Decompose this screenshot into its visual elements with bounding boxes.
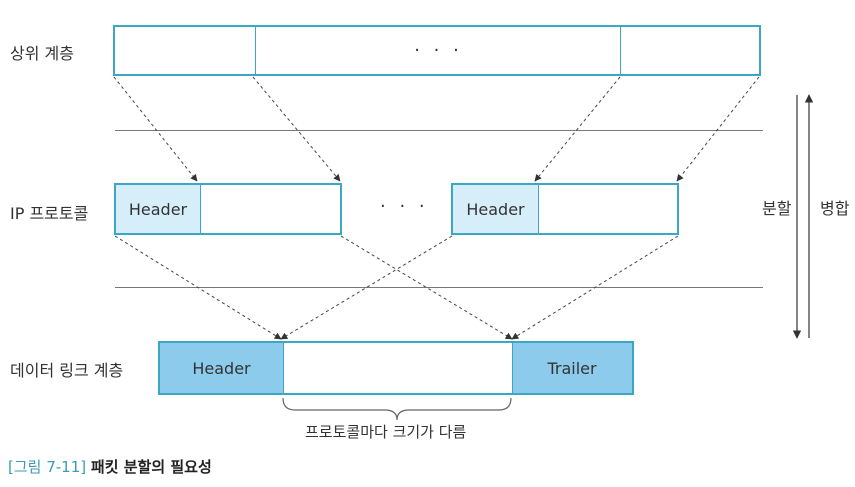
frame-trailer: Trailer (512, 343, 632, 393)
ip-packet-left-divider (200, 185, 201, 233)
size-brace (282, 397, 512, 421)
figure-title: 패킷 분할의 필요성 (90, 458, 212, 476)
frame-header: Header (160, 343, 283, 393)
upper-layer-data-box: · · · (113, 25, 761, 76)
layer-label-link: 데이터 링크 계층 (10, 361, 124, 380)
upper-box-ellipsis: · · · (414, 40, 463, 61)
layer-separator-bottom (115, 287, 763, 288)
frame-trailer-divider (512, 343, 513, 393)
data-link-frame: Header Trailer (158, 341, 634, 395)
dashed-arrow-upper-to-ip-4 (676, 76, 760, 182)
ip-packet-left: Header (114, 183, 342, 235)
layer-label-upper: 상위 계층 (10, 44, 74, 63)
dashed-arrow-ip-to-link-4 (511, 235, 679, 340)
layer-separator-top (115, 130, 763, 131)
dashed-arrow-ip-to-link-2 (340, 235, 513, 340)
ip-packet-right-header: Header (453, 185, 538, 233)
brace-label: 프로토콜마다 크기가 다름 (305, 423, 467, 441)
merge-label: 병합 (820, 199, 850, 218)
frame-header-divider (283, 343, 284, 393)
dashed-arrow-upper-to-ip-3 (534, 76, 621, 182)
split-label: 분할 (762, 199, 792, 218)
ip-packet-right-divider (538, 185, 539, 233)
dashed-arrow-ip-to-link-1 (114, 235, 282, 340)
ip-packet-left-header: Header (116, 185, 200, 233)
layer-label-ip: IP 프로토콜 (10, 204, 89, 223)
figure-caption: [그림 7-11] 패킷 분할의 필요성 (8, 456, 212, 477)
ip-packets-ellipsis: · · · (380, 196, 429, 217)
ip-packet-right: Header (451, 183, 679, 235)
dashed-arrow-upper-to-ip-1 (113, 76, 198, 182)
figure-number: [그림 7-11] (8, 458, 87, 476)
dashed-arrow-upper-to-ip-2 (252, 76, 341, 182)
upper-box-divider-left (255, 27, 256, 74)
dashed-arrow-ip-to-link-3 (280, 235, 453, 340)
upper-box-divider-right (620, 27, 621, 74)
